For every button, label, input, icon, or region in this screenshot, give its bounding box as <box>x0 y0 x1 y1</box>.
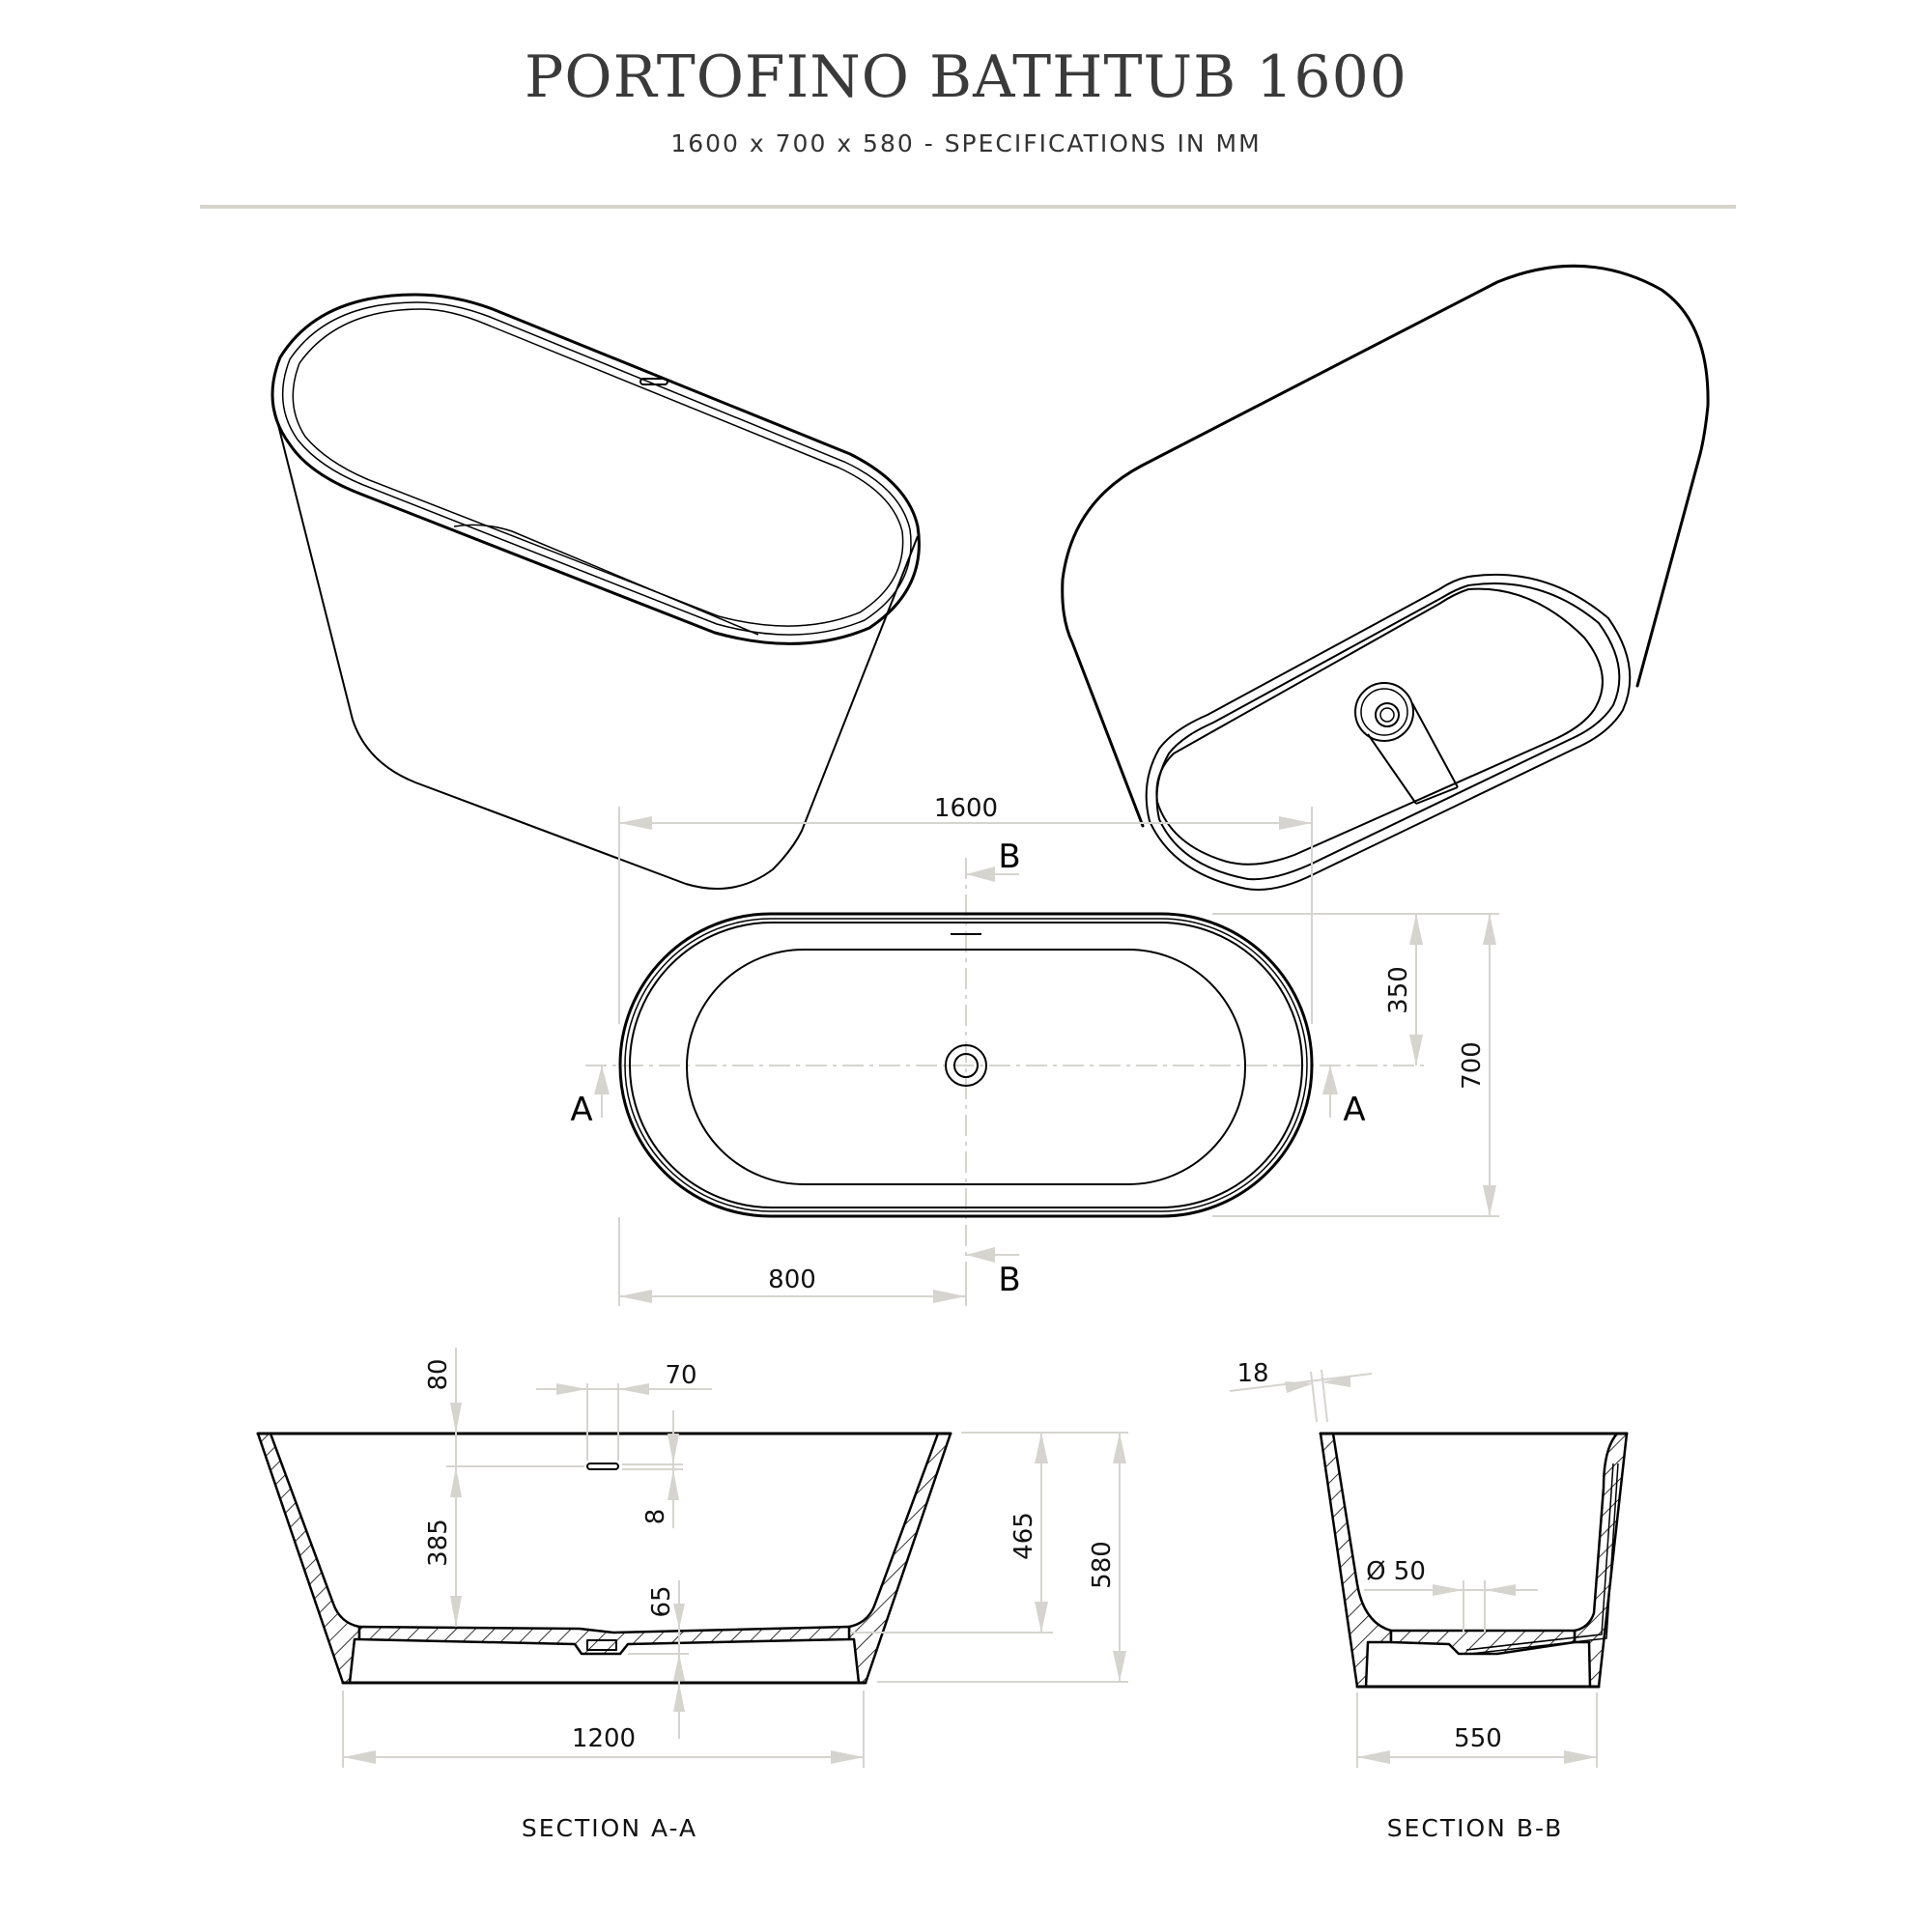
plan-inner-basin <box>686 949 1246 1185</box>
dim-overflow-from-rim: 80 <box>424 1358 453 1390</box>
section-marker-a-left: A <box>570 1091 592 1129</box>
section-marker-b-bottom: B <box>998 1261 1020 1299</box>
section-a-a: 80 385 70 8 65 465 <box>256 1348 1128 1842</box>
dim-half-width: 350 <box>1384 966 1413 1014</box>
dim-base-width: 550 <box>1454 1724 1502 1753</box>
dim-drain-diameter: Ø 50 <box>1366 1557 1426 1586</box>
dim-overall-width: 700 <box>1458 1041 1487 1090</box>
perspective-view-bottom <box>1061 264 1710 891</box>
section-marker-a-right: A <box>1343 1091 1365 1129</box>
dim-wall-thickness: 18 <box>1236 1359 1268 1388</box>
dim-overflow-width: 70 <box>665 1361 696 1390</box>
dim-base-length: 1200 <box>572 1724 636 1753</box>
overflow-icon <box>586 1463 619 1470</box>
dim-internal-depth: 465 <box>1009 1512 1038 1560</box>
dim-overall-length: 1600 <box>934 794 998 823</box>
plan-outer-rim <box>618 912 1314 1218</box>
section-b-b: 18 Ø 50 550 SECTION B-B <box>1229 1359 1629 1842</box>
drain-fitting <box>586 1639 617 1651</box>
overflow-icon <box>639 378 668 385</box>
section-marker-b-top: B <box>998 838 1020 876</box>
perspective-view-top <box>270 293 921 890</box>
section-b-caption: SECTION B-B <box>1387 1814 1564 1842</box>
page-subtitle: 1600 x 700 x 580 - SPECIFICATIONS IN MM <box>670 129 1261 157</box>
drain-icon <box>945 1044 987 1087</box>
section-a-caption: SECTION A-A <box>522 1814 697 1842</box>
plan-view: 1600 B B A A 800 <box>570 794 1499 1306</box>
dim-half-length: 800 <box>768 1265 816 1294</box>
page-title: PORTOFINO BATHTUB 1600 <box>525 43 1407 111</box>
dim-overall-height: 580 <box>1088 1541 1117 1589</box>
dim-overflow-to-floor: 385 <box>424 1519 453 1567</box>
drain-icon <box>1354 682 1414 742</box>
dim-overflow-height: 8 <box>641 1509 670 1525</box>
dim-drain-depth: 65 <box>647 1585 676 1617</box>
